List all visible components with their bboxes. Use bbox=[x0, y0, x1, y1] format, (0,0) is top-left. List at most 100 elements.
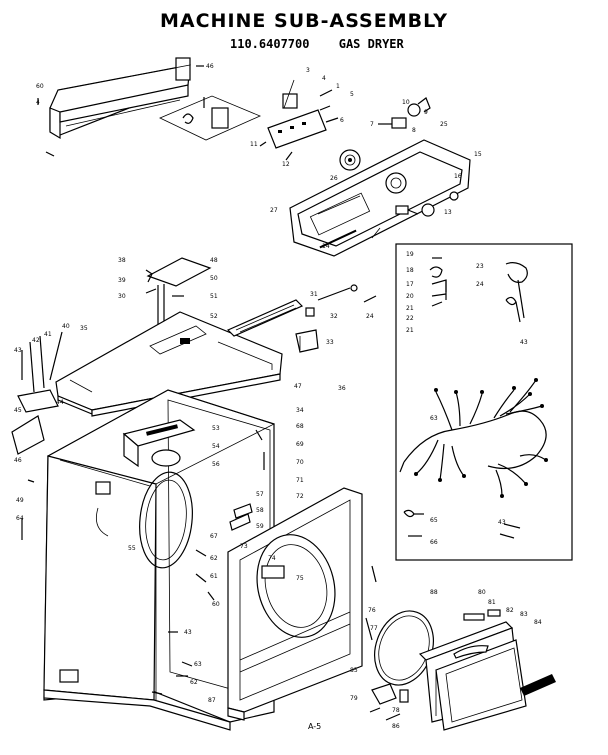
page-number: A-5 bbox=[308, 722, 322, 731]
callout: 79 bbox=[350, 695, 358, 702]
callout: 47 bbox=[294, 383, 302, 390]
bracket-33 bbox=[295, 329, 319, 353]
callout: 1 bbox=[336, 83, 340, 90]
callout: 66 bbox=[430, 539, 438, 546]
callout: 25 bbox=[440, 121, 448, 128]
callout: 13 bbox=[444, 209, 452, 216]
callout: 14 bbox=[322, 243, 330, 250]
callout: 11 bbox=[250, 141, 258, 148]
callout: 88 bbox=[430, 589, 438, 596]
callout: 40 bbox=[62, 323, 70, 330]
callout: 64 bbox=[16, 515, 24, 522]
callout: 42 bbox=[32, 337, 40, 344]
callout: 43 bbox=[520, 339, 528, 346]
callout: 55 bbox=[128, 545, 136, 552]
diagram-subtitle: 110.6407700 GAS DRYER bbox=[230, 37, 426, 51]
callout: 60 bbox=[36, 83, 44, 90]
callout: 36 bbox=[338, 385, 346, 392]
front-panel bbox=[227, 487, 363, 721]
cabinet bbox=[43, 389, 276, 731]
callout: 53 bbox=[212, 425, 220, 432]
wiring-harness-inset bbox=[395, 243, 573, 561]
callout: 57 bbox=[256, 491, 264, 498]
screw-group-top-left bbox=[37, 65, 204, 157]
callout: 51 bbox=[210, 293, 218, 300]
push-button-19 bbox=[395, 205, 419, 215]
callout: 62 bbox=[210, 555, 218, 562]
callout: 81 bbox=[488, 599, 496, 606]
diagram-title: MACHINE SUB-ASSEMBLY bbox=[160, 10, 448, 32]
callout: 78 bbox=[392, 707, 400, 714]
callout: 21 bbox=[406, 327, 414, 334]
timer-switch-cluster bbox=[259, 79, 339, 161]
callout: 24 bbox=[366, 313, 374, 320]
knob-26 bbox=[339, 149, 361, 171]
callout: 83 bbox=[520, 611, 528, 618]
callout: 27 bbox=[270, 207, 278, 214]
callout: 87 bbox=[208, 697, 216, 704]
callout: 48 bbox=[210, 257, 218, 264]
callout: 9 bbox=[424, 109, 428, 116]
control-console bbox=[289, 139, 471, 257]
callout: 63 bbox=[194, 661, 202, 668]
callout: 12 bbox=[282, 161, 290, 168]
callout: 62 bbox=[190, 679, 198, 686]
callout: 18 bbox=[406, 267, 414, 274]
callout: 80 bbox=[478, 589, 486, 596]
callout: 72 bbox=[296, 493, 304, 500]
callout-labels: 60 46 4 3 4 1 5 6 11 12 10 7 25 9 8 26 1… bbox=[14, 63, 542, 730]
door-hinge-parts bbox=[365, 565, 409, 721]
callout: 52 bbox=[210, 313, 218, 320]
callout: 30 bbox=[118, 293, 126, 300]
callout: 76 bbox=[368, 607, 376, 614]
switch-bracket bbox=[159, 95, 262, 141]
door-handle-87 bbox=[520, 674, 556, 696]
callout: 3 bbox=[306, 67, 310, 74]
callout: 4 bbox=[36, 99, 40, 106]
cabinet-screws bbox=[21, 429, 265, 695]
callout: 20 bbox=[406, 293, 414, 300]
knob-switch-assembly bbox=[378, 97, 431, 129]
callout: 8 bbox=[412, 127, 416, 134]
callout: 22 bbox=[406, 315, 414, 322]
callout: 74 bbox=[268, 555, 276, 562]
callout: 16 bbox=[454, 173, 462, 180]
callout: 49 bbox=[16, 497, 24, 504]
callout: 85 bbox=[350, 667, 358, 674]
callout: 43 bbox=[14, 347, 22, 354]
callout: 39 bbox=[118, 277, 126, 284]
callout: 68 bbox=[296, 423, 304, 430]
callout: 71 bbox=[296, 477, 304, 484]
clip-32 bbox=[305, 307, 315, 317]
door-assembly bbox=[418, 609, 527, 731]
hinge-pin-31 bbox=[317, 284, 358, 301]
callout: 46 bbox=[14, 457, 22, 464]
callout: 65 bbox=[430, 517, 438, 524]
callout: 24 bbox=[476, 281, 484, 288]
callout: 6 bbox=[340, 117, 344, 124]
callout: 50 bbox=[210, 275, 218, 282]
callout: 5 bbox=[350, 91, 354, 98]
callout: 44 bbox=[56, 399, 64, 406]
callout: 84 bbox=[534, 619, 542, 626]
callout: 56 bbox=[212, 461, 220, 468]
callout: 86 bbox=[392, 723, 400, 730]
callout: 34 bbox=[296, 407, 304, 414]
callout: 17 bbox=[406, 281, 414, 288]
callout: 82 bbox=[506, 607, 514, 614]
callout: 31 bbox=[310, 291, 318, 298]
product-name: GAS DRYER bbox=[338, 37, 404, 51]
callout: 4 bbox=[322, 75, 326, 82]
callout: 69 bbox=[296, 441, 304, 448]
callout: 7 bbox=[370, 121, 374, 128]
callout: 54 bbox=[212, 443, 220, 450]
callout: 15 bbox=[474, 151, 482, 158]
callout: 43 bbox=[184, 629, 192, 636]
callout: 63 bbox=[430, 415, 438, 422]
callout: 41 bbox=[44, 331, 52, 338]
callout: 10 bbox=[402, 99, 410, 106]
callout: 67 bbox=[210, 533, 218, 540]
door-switch-parts bbox=[195, 503, 253, 601]
callout: 46 bbox=[206, 63, 214, 70]
